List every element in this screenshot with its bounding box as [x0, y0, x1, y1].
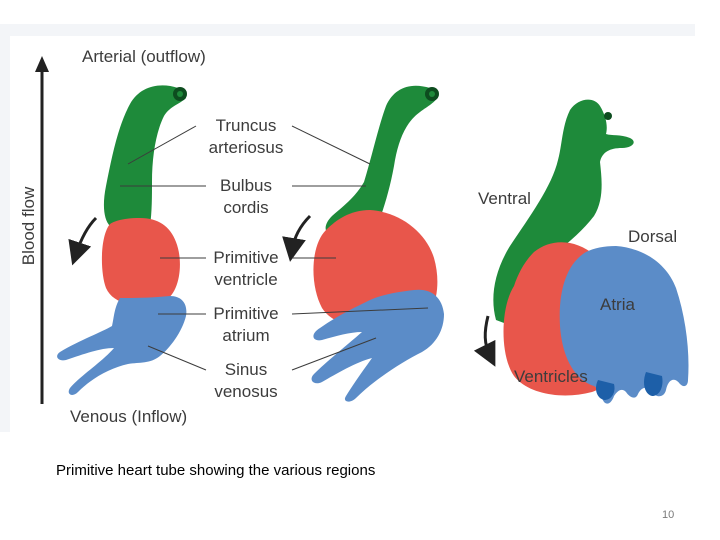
figure-caption: Primitive heart tube showing the various… — [56, 462, 376, 479]
flow-arrow-3 — [473, 315, 496, 367]
venous-inflow-label: Venous (Inflow) — [70, 407, 187, 426]
label-atria: Atria — [600, 295, 636, 314]
heart-tube-early — [57, 85, 187, 395]
heart-tube-looping — [311, 85, 444, 402]
label-sinus-line2: venosus — [214, 382, 277, 401]
label-ventricles: Ventricles — [514, 367, 588, 386]
truncus-arteriosus-2 — [325, 85, 438, 235]
heart-tube-figure: Blood flow Arterial (outflow) Venous (In… — [10, 36, 700, 432]
label-atrium-line2: atrium — [222, 326, 269, 345]
label-dorsal: Dorsal — [628, 227, 677, 246]
slide-top-strip — [0, 24, 695, 36]
primitive-ventricle-1 — [101, 218, 180, 306]
leader-lines — [120, 125, 429, 371]
label-bulbus-line1: Bulbus — [220, 176, 272, 195]
dark-vessel-2 — [644, 372, 663, 396]
label-sinus-line1: Sinus — [225, 360, 268, 379]
label-ventral: Ventral — [478, 189, 531, 208]
label-truncus-line1: Truncus — [216, 116, 277, 135]
page-number: 10 — [662, 509, 675, 521]
sinus-venosus-1 — [57, 296, 187, 395]
blood-flow-arrowhead — [35, 56, 49, 72]
label-ventricle-line2: ventricle — [214, 270, 277, 289]
dark-vessel-1 — [596, 380, 615, 400]
label-truncus-line2: arteriosus — [209, 138, 284, 157]
flow-arrow-2 — [282, 214, 312, 262]
atria-3 — [559, 246, 689, 404]
truncus-arteriosus-1 — [103, 85, 186, 226]
heart-looped-final — [493, 99, 689, 404]
outflow-opening-3 — [604, 112, 612, 120]
label-bulbus-line2: cordis — [223, 198, 268, 217]
arterial-outflow-label: Arterial (outflow) — [82, 47, 206, 66]
blood-flow-label: Blood flow — [19, 186, 38, 265]
slide-left-strip — [0, 24, 10, 432]
label-atrium-line1: Primitive — [213, 304, 278, 323]
flow-arrow-1 — [68, 216, 98, 266]
label-ventricle-line1: Primitive — [213, 248, 278, 267]
sinus-venosus-2 — [311, 289, 444, 402]
